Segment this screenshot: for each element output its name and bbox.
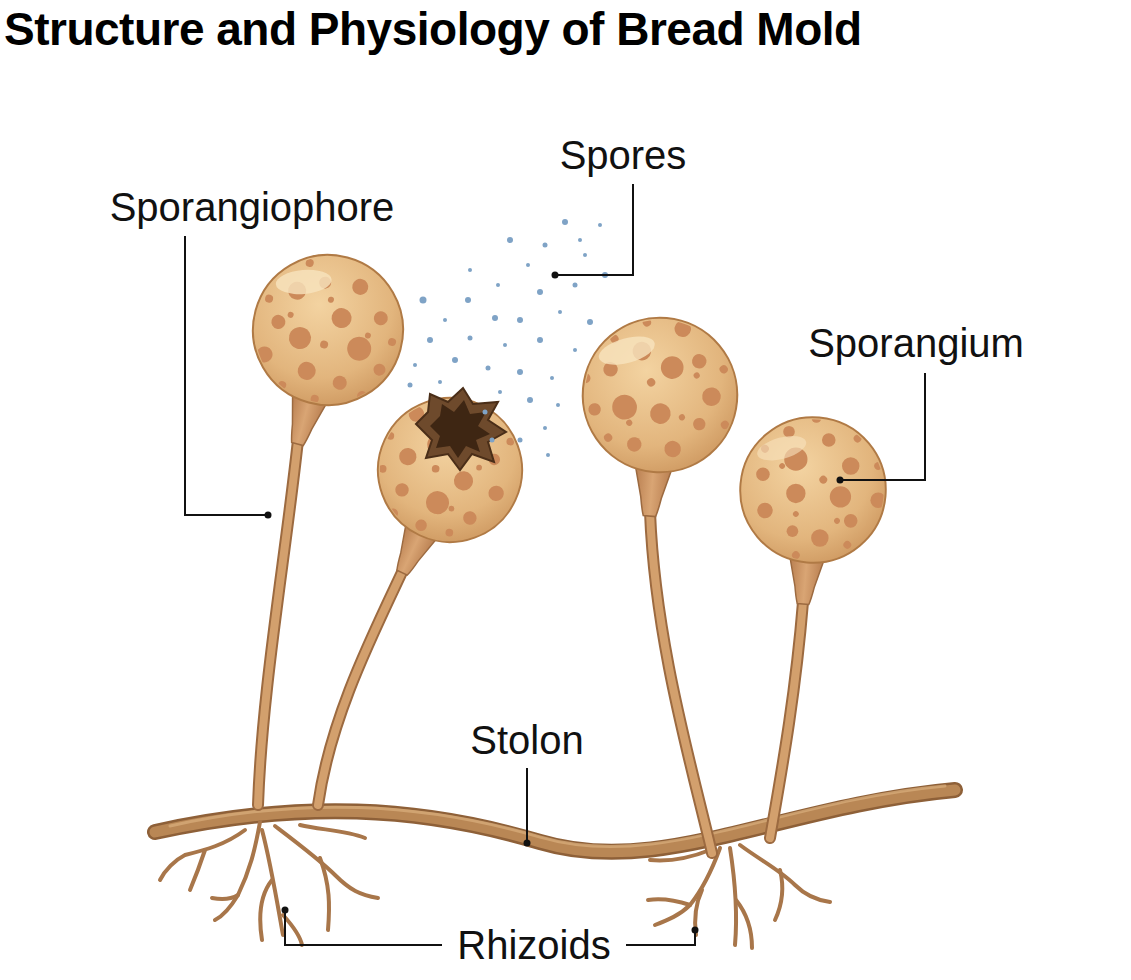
diagram-title: Structure and Physiology of Bread Mold — [4, 2, 862, 56]
stolon-fill — [155, 790, 955, 852]
burst-opening — [416, 388, 506, 470]
sporangiophore-stalks — [258, 440, 803, 853]
sporangium — [546, 282, 765, 524]
leader-lines — [185, 184, 925, 945]
sporangium-burst — [321, 357, 558, 607]
stolon — [155, 790, 955, 852]
spores — [408, 219, 609, 457]
stolon-highlight — [170, 786, 945, 847]
part-label: Sporangiophore — [110, 185, 395, 229]
part-label: Stolon — [470, 718, 583, 762]
sporangium — [712, 384, 918, 612]
part-label: Sporangium — [808, 321, 1024, 365]
part-label: Rhizoids — [457, 923, 610, 967]
leader-dots — [265, 272, 844, 934]
part-label: Spores — [560, 133, 687, 177]
